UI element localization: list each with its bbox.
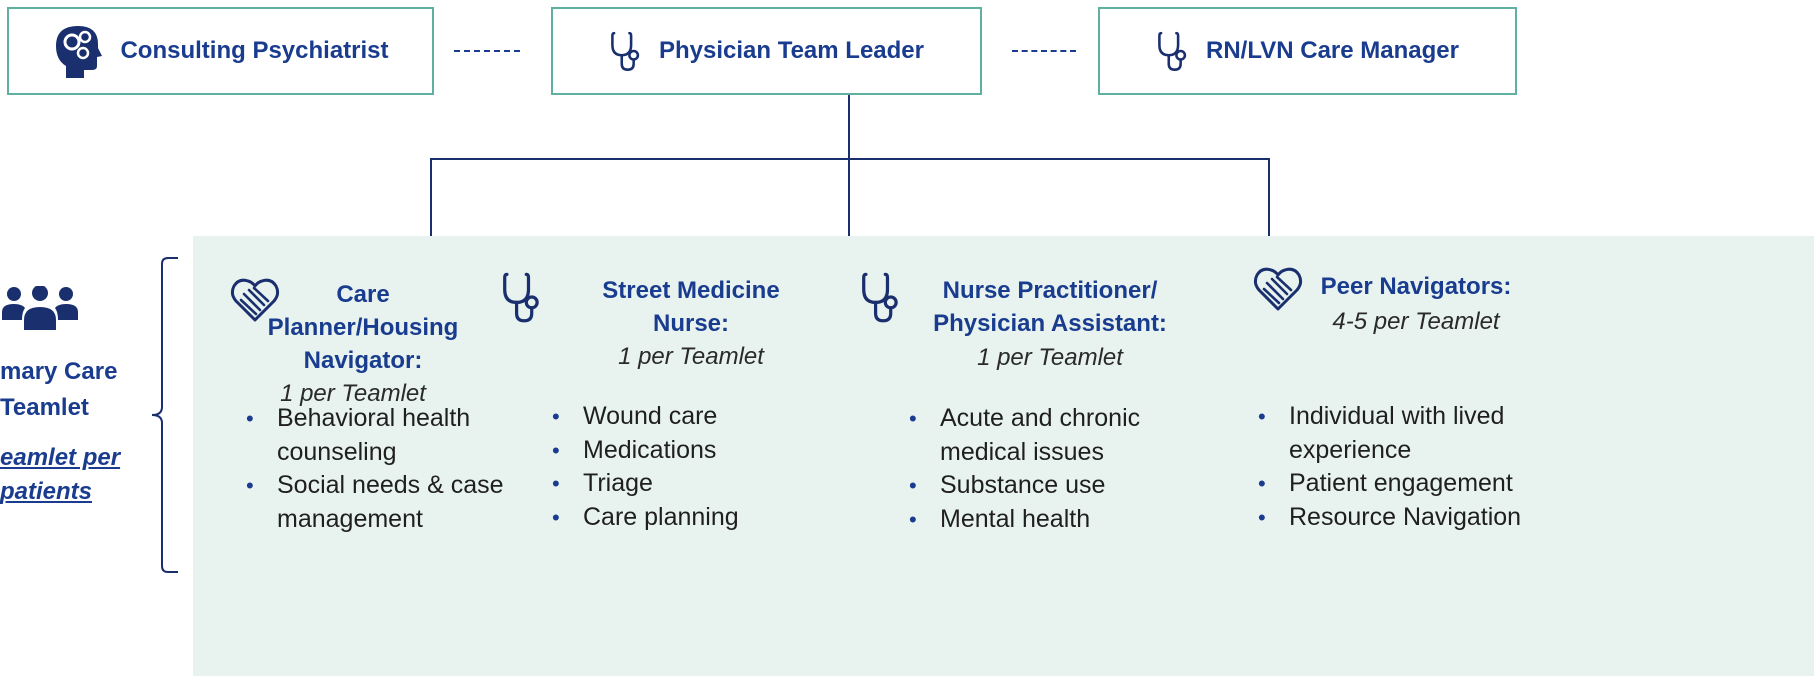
branch-right <box>1268 158 1270 236</box>
stethoscope-icon <box>609 29 643 73</box>
dashed-connector-left <box>454 50 520 52</box>
peer-navigators-ratio: 4-5 per Teamlet <box>1332 308 1500 335</box>
peer-navigators-title-line1: Peer Navigators: <box>1320 273 1512 300</box>
rn-lvn-care-manager-box: RN/LVN Care Manager <box>1098 7 1517 95</box>
consulting-psychiatrist-box: Consulting Psychiatrist <box>7 7 434 95</box>
care-planner-title: Care Planner/Housing Navigator: <box>233 278 493 377</box>
branch-connector <box>430 158 1270 160</box>
np-pa-duties: Acute and chronic medical issues Substan… <box>907 402 1172 536</box>
list-item: Mental health <box>907 503 1172 537</box>
branch-left <box>430 158 432 236</box>
stethoscope-icon <box>1156 29 1190 73</box>
dashed-connector-right <box>1012 50 1076 52</box>
physician-team-leader-box: Physician Team Leader <box>551 7 982 95</box>
brain-gears-head-icon <box>56 26 103 78</box>
list-item: Individual with lived experience <box>1256 400 1556 467</box>
np-pa-title-line1: Nurse Practitioner/ <box>942 277 1158 304</box>
teamlet-ratio-line1: eamlet per <box>0 444 121 471</box>
list-item: Behavioral health counseling <box>244 402 519 469</box>
street-nurse-title-line2: Nurse: <box>652 310 730 337</box>
peer-navigators-duties: Individual with lived experience Patient… <box>1256 400 1556 534</box>
care-planner-title-line1: Care <box>336 281 390 308</box>
np-pa-title-line2: Physician Assistant: <box>933 310 1167 337</box>
list-item: Medications <box>550 434 790 468</box>
list-item: Care planning <box>550 501 790 535</box>
stethoscope-icon <box>500 270 544 324</box>
heart-hands-icon <box>1252 265 1304 311</box>
teamlet-label-line2: Teamlet <box>0 394 89 421</box>
np-pa-ratio: 1 per Teamlet <box>977 344 1123 371</box>
teamlet-ratio-line2: patients <box>0 478 93 505</box>
list-item: Triage <box>550 467 790 501</box>
list-item: Social needs & case management <box>244 469 519 536</box>
care-planner-title-line3: Navigator: <box>303 347 423 374</box>
street-nurse-ratio: 1 per Teamlet <box>618 343 764 370</box>
list-item: Wound care <box>550 400 790 434</box>
street-nurse-duties: Wound care Medications Triage Care plann… <box>550 400 790 534</box>
stethoscope-icon <box>859 270 903 324</box>
consulting-psychiatrist-label: Consulting Psychiatrist <box>120 37 389 64</box>
street-nurse-title-line1: Street Medicine <box>602 277 780 304</box>
street-nurse-title: Street Medicine Nurse: <box>565 274 817 340</box>
trunk-connector <box>848 95 850 236</box>
curly-brace <box>151 257 178 573</box>
list-item: Patient engagement <box>1256 467 1556 501</box>
np-pa-title: Nurse Practitioner/ Physician Assistant: <box>905 274 1195 340</box>
people-group-icon <box>2 286 78 330</box>
peer-navigators-title: Peer Navigators: <box>1300 270 1532 303</box>
physician-team-leader-label: Physician Team Leader <box>658 37 924 64</box>
list-item: Substance use <box>907 469 1172 503</box>
list-item: Resource Navigation <box>1256 501 1556 535</box>
teamlet-label-line1: mary Care <box>0 358 118 385</box>
rn-lvn-care-manager-label: RN/LVN Care Manager <box>1206 37 1459 64</box>
care-planner-title-line2: Planner/Housing <box>267 314 459 341</box>
care-planner-duties: Behavioral health counseling Social need… <box>244 402 519 536</box>
list-item: Acute and chronic medical issues <box>907 402 1172 469</box>
